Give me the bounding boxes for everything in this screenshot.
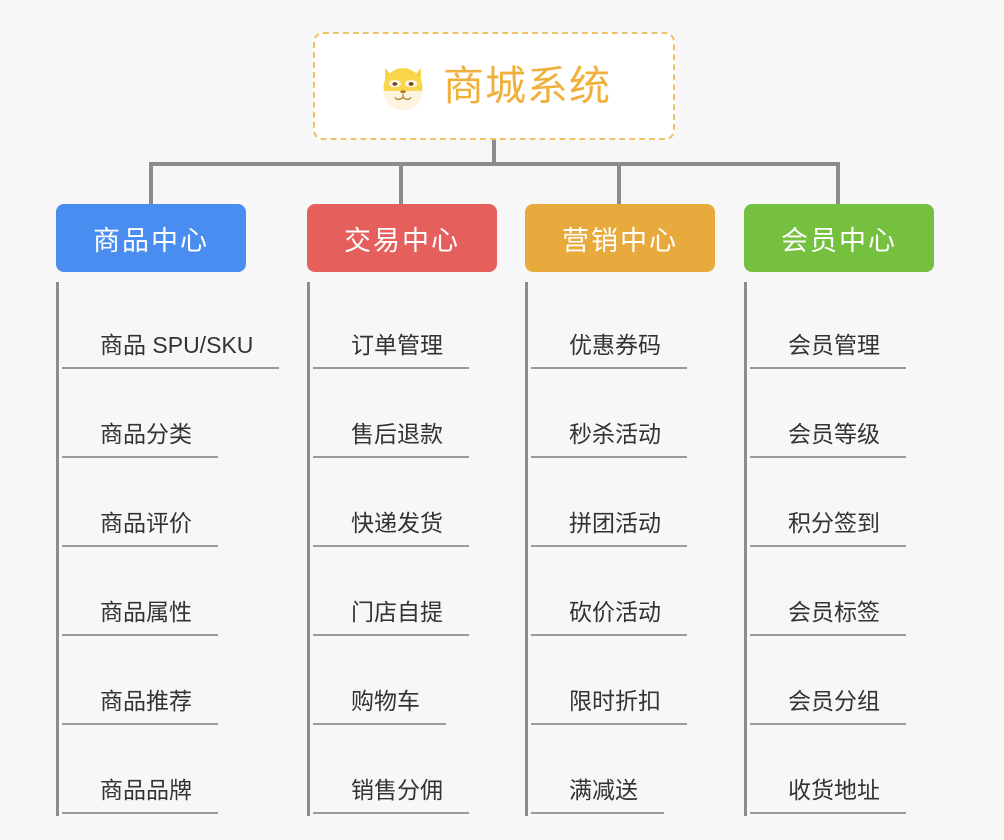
leaf-label: 会员分组 <box>750 682 906 725</box>
leaf-label: 收货地址 <box>750 771 906 814</box>
leaf-label: 优惠券码 <box>531 326 687 369</box>
branch-header-label: 商品中心 <box>93 225 209 256</box>
leaf-label: 会员等级 <box>750 415 906 458</box>
leaf-item[interactable]: 会员分组 <box>750 638 934 727</box>
leaf-label: 售后退款 <box>313 415 469 458</box>
leaf-label: 砍价活动 <box>531 593 687 636</box>
leaf-item[interactable]: 满减送 <box>531 727 715 816</box>
leaf-item[interactable]: 会员管理 <box>750 282 934 371</box>
branch-header-label: 交易中心 <box>344 225 460 256</box>
branch-header-label: 营销中心 <box>562 225 678 256</box>
branch-header-marketing-center[interactable]: 营销中心 <box>525 204 715 272</box>
leaf-item[interactable]: 商品分类 <box>62 371 246 460</box>
branch-header-product-center[interactable]: 商品中心 <box>56 204 246 272</box>
root-title: 商城系统 <box>443 62 611 109</box>
leaf-label: 会员标签 <box>750 593 906 636</box>
leaf-item[interactable]: 订单管理 <box>313 282 497 371</box>
leaf-item[interactable]: 商品评价 <box>62 460 246 549</box>
leaf-label: 限时折扣 <box>531 682 687 725</box>
leaf-item[interactable]: 商品品牌 <box>62 727 246 816</box>
leaf-item[interactable]: 商品推荐 <box>62 638 246 727</box>
leaf-item[interactable]: 积分签到 <box>750 460 934 549</box>
branch-column-marketing-center: 营销中心 优惠券码 秒杀活动 拼团活动 砍价活动 限时折扣 满减送 <box>525 204 715 816</box>
leaf-item[interactable]: 购物车 <box>313 638 497 727</box>
branch-header-label: 会员中心 <box>781 225 897 256</box>
leaf-item[interactable]: 商品属性 <box>62 549 246 638</box>
leaf-item[interactable]: 收货地址 <box>750 727 934 816</box>
leaf-item[interactable]: 会员标签 <box>750 549 934 638</box>
leaf-item[interactable]: 限时折扣 <box>531 638 715 727</box>
connector-branch-2 <box>399 162 403 204</box>
leaf-label: 订单管理 <box>313 326 469 369</box>
branch-column-member-center: 会员中心 会员管理 会员等级 积分签到 会员标签 会员分组 收货地址 <box>744 204 934 816</box>
leaf-label: 满减送 <box>531 771 664 814</box>
dog-face-icon <box>383 68 423 111</box>
leaf-label: 商品推荐 <box>62 682 218 725</box>
leaf-item[interactable]: 拼团活动 <box>531 460 715 549</box>
root-node[interactable]: 商城系统 <box>313 32 675 140</box>
leaf-label: 商品品牌 <box>62 771 218 814</box>
leaf-label: 秒杀活动 <box>531 415 687 458</box>
leaf-label: 门店自提 <box>313 593 469 636</box>
leaf-label: 销售分佣 <box>313 771 469 814</box>
leaf-label: 积分签到 <box>750 504 906 547</box>
leaf-label: 会员管理 <box>750 326 906 369</box>
leaf-item[interactable]: 售后退款 <box>313 371 497 460</box>
leaf-item[interactable]: 优惠券码 <box>531 282 715 371</box>
leaf-label: 商品属性 <box>62 593 218 636</box>
leaf-item[interactable]: 门店自提 <box>313 549 497 638</box>
connector-branch-3 <box>617 162 621 204</box>
leaf-list-product-center: 商品 SPU/SKU 商品分类 商品评价 商品属性 商品推荐 商品品牌 <box>56 282 280 816</box>
leaf-label: 快递发货 <box>313 504 469 547</box>
branch-header-member-center[interactable]: 会员中心 <box>744 204 934 272</box>
leaf-label: 购物车 <box>313 682 446 725</box>
leaf-label: 商品评价 <box>62 504 218 547</box>
leaf-item[interactable]: 商品 SPU/SKU <box>62 282 280 371</box>
connector-branch-4 <box>836 162 840 204</box>
branch-column-product-center: 商品中心 商品 SPU/SKU 商品分类 商品评价 商品属性 商品推荐 商品品牌 <box>56 204 280 816</box>
connector-root-trunk <box>492 140 496 164</box>
branch-column-trade-center: 交易中心 订单管理 售后退款 快递发货 门店自提 购物车 销售分佣 <box>307 204 497 816</box>
leaf-label: 拼团活动 <box>531 504 687 547</box>
branch-header-trade-center[interactable]: 交易中心 <box>307 204 497 272</box>
leaf-label: 商品分类 <box>62 415 218 458</box>
leaf-item[interactable]: 快递发货 <box>313 460 497 549</box>
leaf-list-trade-center: 订单管理 售后退款 快递发货 门店自提 购物车 销售分佣 <box>307 282 497 816</box>
leaf-list-marketing-center: 优惠券码 秒杀活动 拼团活动 砍价活动 限时折扣 满减送 <box>525 282 715 816</box>
leaf-item[interactable]: 销售分佣 <box>313 727 497 816</box>
leaf-label: 商品 SPU/SKU <box>62 326 280 369</box>
connector-horizontal-bus <box>149 162 839 166</box>
leaf-item[interactable]: 会员等级 <box>750 371 934 460</box>
leaf-item[interactable]: 砍价活动 <box>531 549 715 638</box>
leaf-list-member-center: 会员管理 会员等级 积分签到 会员标签 会员分组 收货地址 <box>744 282 934 816</box>
leaf-item[interactable]: 秒杀活动 <box>531 371 715 460</box>
connector-branch-1 <box>149 162 153 204</box>
